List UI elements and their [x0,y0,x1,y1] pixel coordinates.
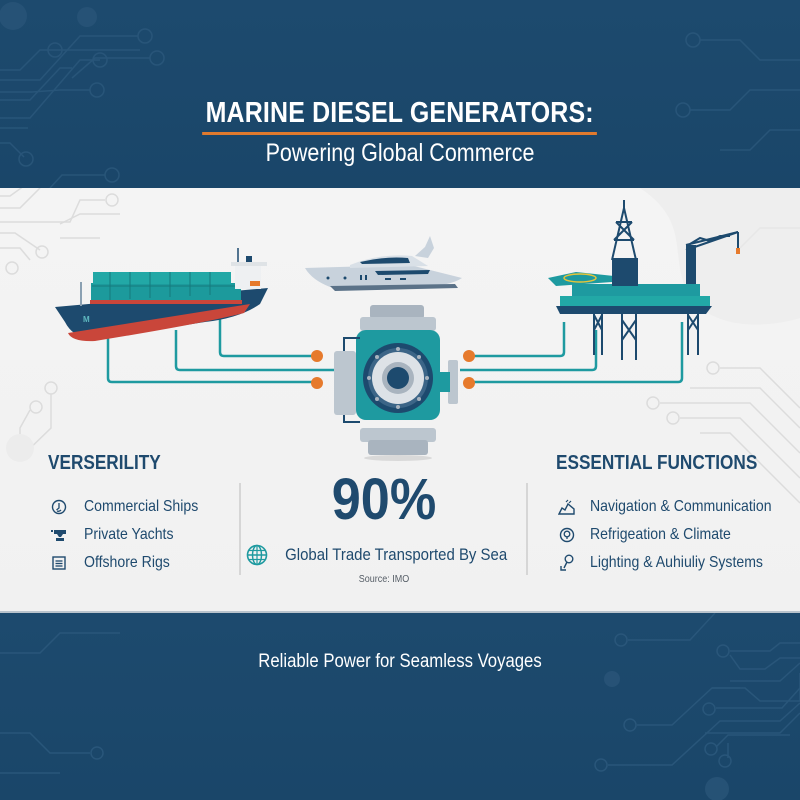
navigation-icon [556,498,578,516]
climate-icon [556,526,578,544]
versatility-section: VERSERILITY Commercial Ships Private Yac… [48,451,228,577]
trade-stat: 90% Global Trade Transported By Sea Sour… [240,470,528,585]
list-item-commercial-ships: Commercial Ships [48,493,228,521]
content-panel: M [0,188,800,611]
list-item-offshore-rigs: Offshore Rigs [48,549,228,577]
versatility-heading: VERSERILITY [48,452,161,474]
circuit-pattern-decoration [0,613,800,800]
stat-source: Source: IMO [358,574,410,585]
generator-icon [334,305,458,461]
list-item-lighting: Lighting & Auhiuliy Systems [556,549,796,577]
generator-illustration: M [55,200,740,461]
globe-icon [246,544,268,566]
list-item-refrigeration: Refrigeation & Climate [556,521,796,549]
anchor-clock-icon [48,498,70,516]
list-item-navigation: Navigation & Communication [556,493,796,521]
footer-band [0,611,800,800]
page-subtitle: Powering Global Commerce [265,139,535,167]
container-ship-icon: M [55,248,268,342]
functions-heading: ESSENTIAL FUNCTIONS [556,452,758,474]
stat-label: Global Trade Transported By Sea [284,545,508,564]
divider-left [239,483,241,575]
essential-functions-section: ESSENTIAL FUNCTIONS Navigation & Communi… [556,451,796,577]
oil-rig-icon [548,200,740,360]
svg-text:M: M [83,315,90,324]
divider-right [526,483,528,575]
list-item-private-yachts: Private Yachts [48,521,228,549]
circuit-pattern-light-decoration [0,188,800,504]
header-band: MARINE DIESEL GENERATORS: Powering Globa… [0,0,800,188]
circuit-pattern-decoration [0,2,800,188]
yacht-icon [305,236,462,291]
stat-value: 90% [331,467,437,532]
document-list-icon [48,554,70,572]
yacht-helm-icon [48,526,70,544]
lighting-icon [556,554,578,572]
page-title: MARINE DIESEL GENERATORS: [202,96,598,135]
footer-tagline: Reliable Power for Seamless Voyages [258,651,542,672]
